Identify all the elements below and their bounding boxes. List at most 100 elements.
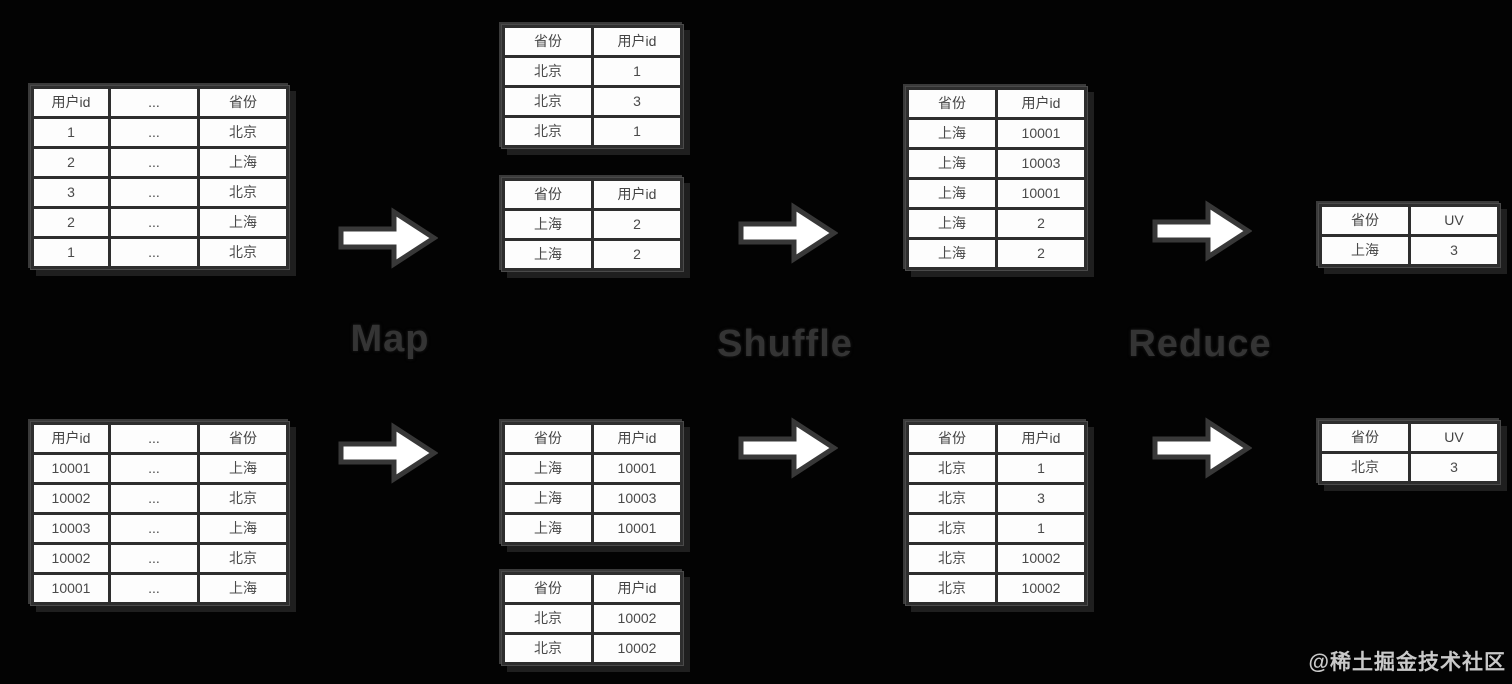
cell: 上海	[200, 149, 286, 176]
cell: 上海	[505, 241, 591, 268]
header-cell: UV	[1411, 207, 1497, 234]
cell: 上海	[1322, 237, 1408, 264]
header-cell: 用户id	[594, 575, 680, 602]
right-arrow-icon	[338, 203, 438, 273]
cell: 2	[594, 241, 680, 268]
cell: 北京	[200, 119, 286, 146]
table-header-row: 省份用户id	[505, 575, 680, 602]
cell: 北京	[909, 515, 995, 542]
right-arrow-icon	[338, 418, 438, 488]
header-cell: 用户id	[998, 425, 1084, 452]
header-cell: 省份	[909, 425, 995, 452]
cell: 北京	[505, 88, 591, 115]
cell: 1	[34, 119, 108, 146]
table-row: 10001...上海	[34, 575, 286, 602]
cell: 上海	[909, 180, 995, 207]
table-row: 1...北京	[34, 239, 286, 266]
stage-label-reduce: Reduce	[1128, 323, 1272, 365]
cell: ...	[111, 515, 197, 542]
cell: 2	[998, 210, 1084, 237]
cell: 上海	[505, 211, 591, 238]
cell: ...	[111, 179, 197, 206]
cell: 2	[594, 211, 680, 238]
cell: 10002	[34, 485, 108, 512]
table-header-row: 用户id...省份	[34, 425, 286, 452]
table-header-row: 省份用户id	[505, 425, 680, 452]
cell: ...	[111, 209, 197, 236]
cell: 10003	[34, 515, 108, 542]
cell: 1	[594, 58, 680, 85]
table-header-row: 省份用户id	[505, 28, 680, 55]
cell: 上海	[200, 575, 286, 602]
cell: 10001	[998, 180, 1084, 207]
cell: 北京	[909, 545, 995, 572]
cell: ...	[111, 239, 197, 266]
cell: 2	[998, 240, 1084, 267]
header-cell: UV	[1411, 424, 1497, 451]
right-arrow-icon	[1152, 196, 1252, 266]
cell: 上海	[200, 209, 286, 236]
cell: 北京	[909, 455, 995, 482]
stage-label-shuffle: Shuffle	[717, 323, 853, 365]
cell: 北京	[909, 485, 995, 512]
cell: 10001	[34, 575, 108, 602]
header-cell: 用户id	[594, 181, 680, 208]
cell: 北京	[1322, 454, 1408, 481]
header-cell: 省份	[200, 89, 286, 116]
header-cell: 省份	[505, 575, 591, 602]
watermark: @稀土掘金技术社区	[1308, 651, 1506, 674]
cell: 1	[594, 118, 680, 145]
cell: 10001	[998, 120, 1084, 147]
cell: 上海	[505, 515, 591, 542]
cell: 北京	[200, 545, 286, 572]
header-cell: 省份	[1322, 424, 1408, 451]
cell: 上海	[909, 210, 995, 237]
cell: 北京	[505, 605, 591, 632]
stage-label-map: Map	[350, 318, 430, 360]
cell: 上海	[909, 240, 995, 267]
cell: 3	[34, 179, 108, 206]
cell: ...	[111, 485, 197, 512]
table-row: 10003...上海	[34, 515, 286, 542]
cell: 10001	[34, 455, 108, 482]
cell: 上海	[200, 515, 286, 542]
cell: ...	[111, 119, 197, 146]
header-cell: 省份	[200, 425, 286, 452]
table-header-row: 省份用户id	[909, 425, 1084, 452]
header-cell: 用户id	[34, 425, 108, 452]
table-row: 10002...北京	[34, 485, 286, 512]
cell: 10002	[34, 545, 108, 572]
header-cell: 省份	[505, 181, 591, 208]
cell: 10003	[594, 485, 680, 512]
table-row: 1...北京	[34, 119, 286, 146]
header-cell: 省份	[1322, 207, 1408, 234]
cell: 1	[998, 515, 1084, 542]
cell: 上海	[909, 150, 995, 177]
header-cell: 省份	[505, 425, 591, 452]
